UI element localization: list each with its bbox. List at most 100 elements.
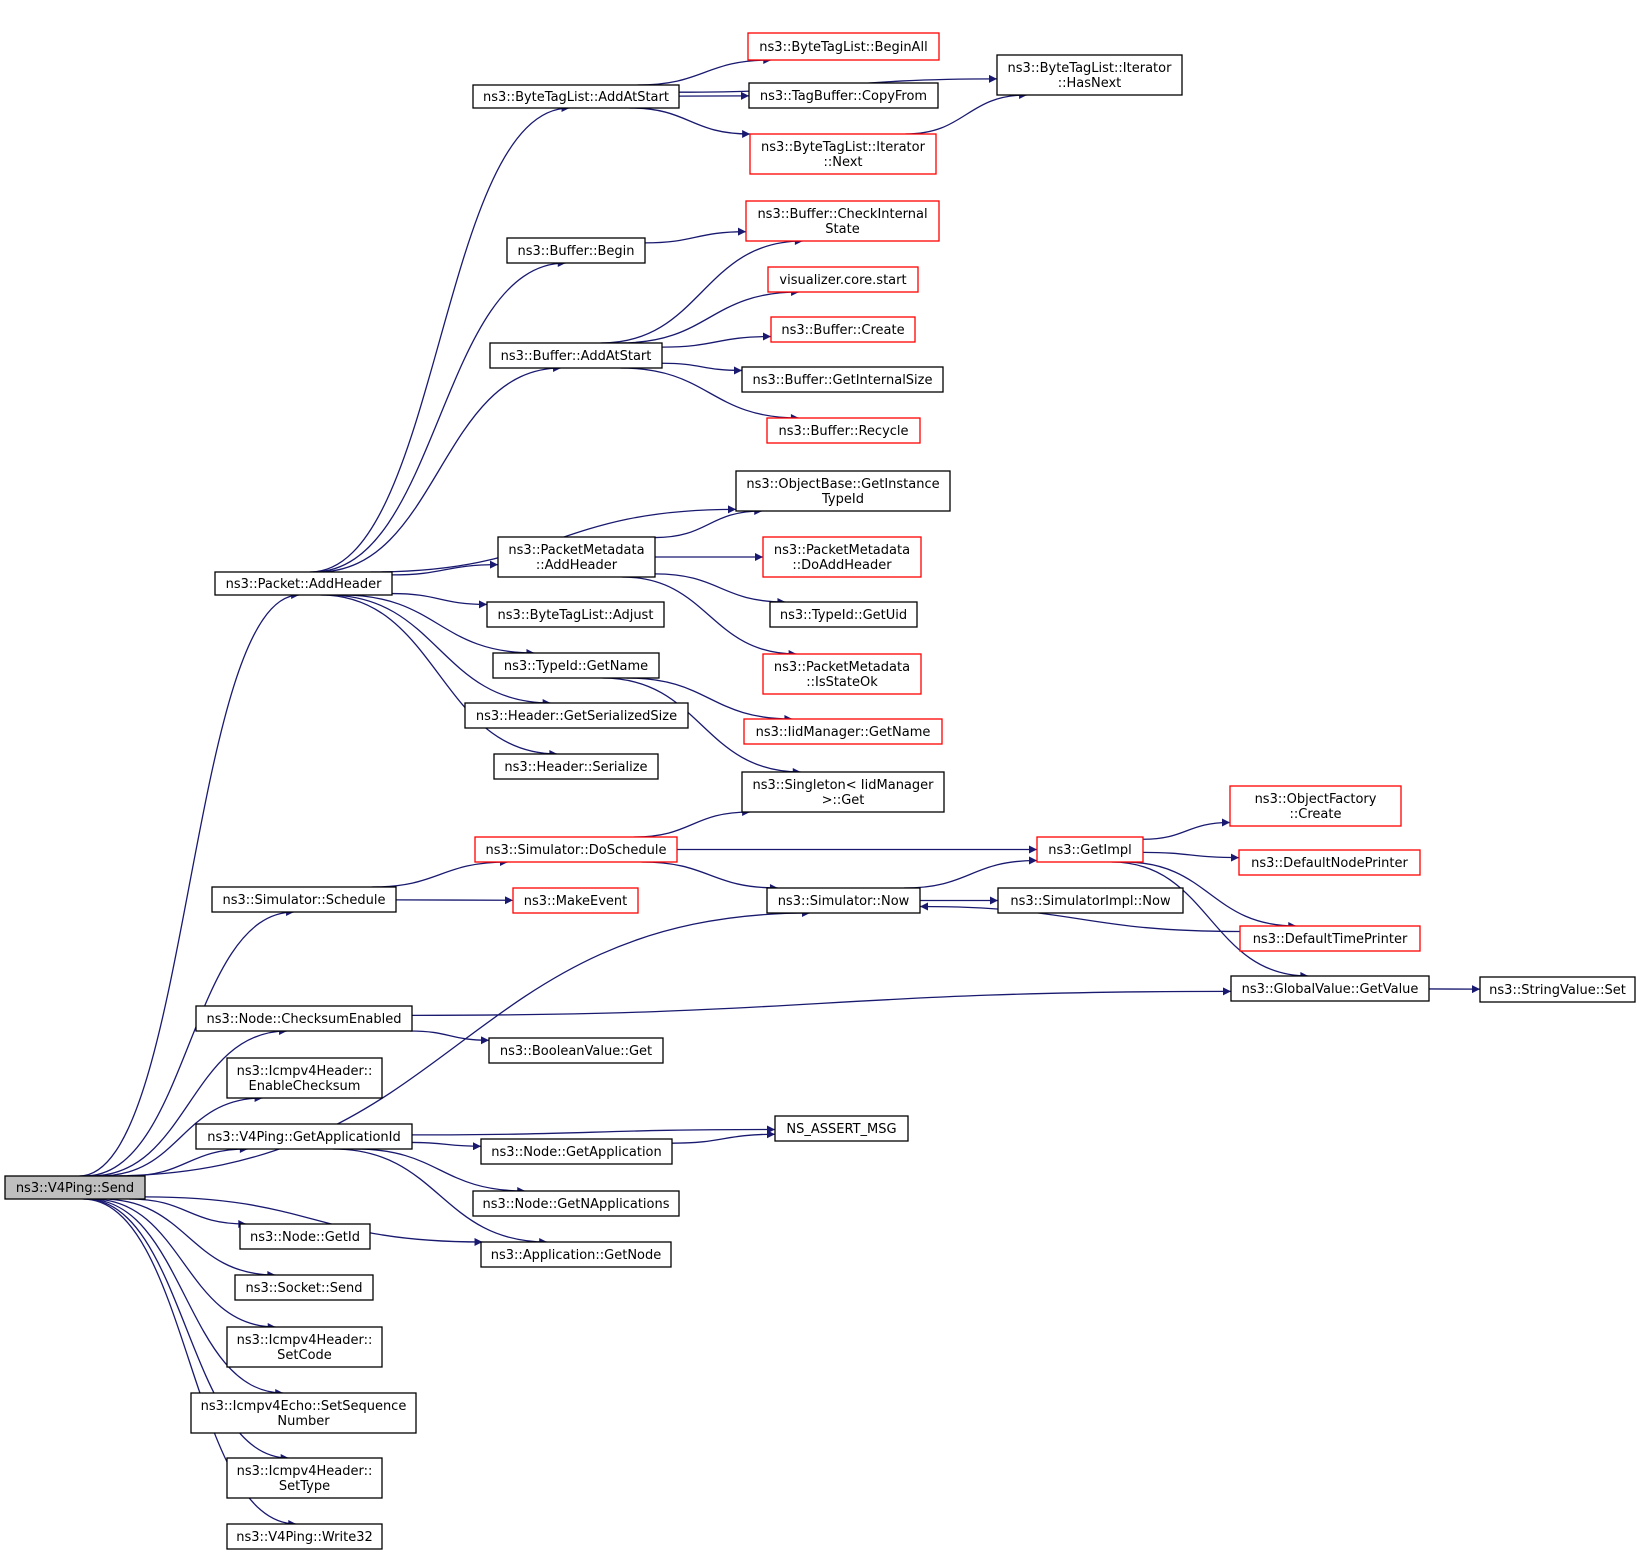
- call-edge-pm_addheader-to-objbase_getinst: [654, 507, 763, 539]
- node-box: [762, 653, 922, 695]
- graph-node-ns-assert-msg[interactable]: NS_ASSERT_MSG: [774, 1115, 909, 1142]
- graph-node-objfactory-create[interactable]: ns3::ObjectFactory::Create: [1229, 785, 1402, 827]
- graph-node-buf-addatstart[interactable]: ns3::Buffer::AddAtStart: [489, 342, 663, 369]
- graph-node-gv-getvalue[interactable]: ns3::GlobalValue::GetValue: [1230, 975, 1430, 1002]
- graph-node-node-getapplication[interactable]: ns3::Node::GetApplication: [480, 1138, 673, 1165]
- node-label-line: ::DoAddHeader: [792, 558, 892, 573]
- node-label-line: ns3::ByteTagList::Iterator: [761, 140, 926, 155]
- node-box: [472, 84, 680, 109]
- graph-node-vis-start[interactable]: visualizer.core.start: [767, 266, 919, 293]
- graph-node-node-getnapps[interactable]: ns3::Node::GetNApplications: [472, 1190, 680, 1217]
- node-label-line: ns3::V4Ping::Send: [16, 1181, 134, 1196]
- call-edge-buf_addatstart-to-vis_start: [619, 288, 800, 344]
- graph-node-node-checksum[interactable]: ns3::Node::ChecksumEnabled: [195, 1005, 413, 1032]
- graph-node-v4ping-write32[interactable]: ns3::V4Ping::Write32: [226, 1523, 383, 1550]
- graph-node-pm-isstateok[interactable]: ns3::PacketMetadata::IsStateOk: [762, 653, 922, 695]
- node-box: [741, 366, 944, 393]
- graph-node-hdr-getsersize[interactable]: ns3::Header::GetSerializedSize: [464, 702, 689, 729]
- node-label-line: ns3::GlobalValue::GetValue: [1242, 982, 1419, 997]
- graph-node-btl-addatstart[interactable]: ns3::ByteTagList::AddAtStart: [472, 84, 680, 109]
- node-box: [1238, 849, 1421, 876]
- graph-node-tagbuf-copyfrom[interactable]: ns3::TagBuffer::CopyFrom: [748, 82, 939, 109]
- node-label-line: ns3::Header::GetSerializedSize: [476, 709, 677, 724]
- graph-node-buf-recycle[interactable]: ns3::Buffer::Recycle: [766, 417, 921, 444]
- node-label-line: ns3::ByteTagList::Iterator: [1008, 61, 1173, 76]
- call-edge-buf_begin-to-buf_checkinternal: [644, 227, 747, 244]
- node-box: [766, 417, 921, 444]
- graph-node-icmp-enablechecksum[interactable]: ns3::Icmpv4Header::EnableChecksum: [226, 1057, 383, 1099]
- node-label-line: ns3::PacketMetadata: [774, 543, 910, 558]
- node-label-line: ns3::TypeId::GetName: [504, 659, 648, 674]
- graph-node-makeevent[interactable]: ns3::MakeEvent: [512, 887, 639, 914]
- graph-node-node-getid[interactable]: ns3::Node::GetId: [239, 1223, 371, 1250]
- graph-node-hdr-serialize[interactable]: ns3::Header::Serialize: [493, 753, 659, 780]
- graph-node-strval-set[interactable]: ns3::StringValue::Set: [1479, 976, 1636, 1003]
- node-box: [1229, 785, 1402, 827]
- node-label-line: ns3::Header::Serialize: [504, 760, 647, 775]
- call-edge-pkt_addheader-to-buf_begin: [312, 259, 566, 573]
- node-box: [735, 470, 951, 512]
- graph-node-singleton-get[interactable]: ns3::Singleton< IidManager >::Get: [741, 771, 945, 813]
- call-edge-sim_doschedule-to-singleton_get: [634, 808, 751, 838]
- node-label-line: ns3::Singleton< IidManager: [752, 778, 934, 793]
- node-label-line: ns3::TagBuffer::CopyFrom: [760, 89, 927, 104]
- graph-node-sim-doschedule[interactable]: ns3::Simulator::DoSchedule: [474, 836, 678, 863]
- graph-node-pkt-addheader[interactable]: ns3::Packet::AddHeader: [214, 571, 393, 596]
- graph-node-buf-getinternalsize[interactable]: ns3::Buffer::GetInternalSize: [741, 366, 944, 393]
- node-box: [767, 266, 919, 293]
- node-label-line: ns3::Buffer::GetInternalSize: [753, 373, 933, 388]
- graph-node-defaultnodeprinter[interactable]: ns3::DefaultNodePrinter: [1238, 849, 1421, 876]
- graph-node-send[interactable]: ns3::V4Ping::Send: [4, 1175, 146, 1200]
- node-box: [743, 718, 943, 745]
- node-box: [996, 54, 1183, 96]
- graph-node-getimpl[interactable]: ns3::GetImpl: [1036, 836, 1144, 863]
- graph-node-socket-send[interactable]: ns3::Socket::Send: [234, 1274, 374, 1301]
- node-box: [239, 1223, 371, 1250]
- node-box: [741, 771, 945, 813]
- graph-node-btl-adjust[interactable]: ns3::ByteTagList::Adjust: [486, 601, 665, 628]
- graph-node-simimpl-now[interactable]: ns3::SimulatorImpl::Now: [997, 887, 1184, 914]
- call-edge-send-to-sim_schedule: [84, 908, 295, 1177]
- graph-node-icmp-settype[interactable]: ns3::Icmpv4Header::SetType: [226, 1457, 383, 1499]
- node-box: [1479, 976, 1636, 1003]
- node-box: [766, 887, 921, 914]
- graph-node-buf-create[interactable]: ns3::Buffer::Create: [770, 316, 916, 343]
- graph-node-boolval-get[interactable]: ns3::BooleanValue::Get: [488, 1037, 664, 1064]
- node-box: [214, 571, 393, 596]
- node-box: [745, 200, 940, 242]
- node-label-line: ns3::TypeId::GetUid: [780, 608, 907, 623]
- graph-node-sim-schedule[interactable]: ns3::Simulator::Schedule: [211, 886, 397, 913]
- node-label-line: ns3::MakeEvent: [524, 894, 628, 909]
- graph-node-sim-now[interactable]: ns3::Simulator::Now: [766, 887, 921, 914]
- node-box: [472, 1190, 680, 1217]
- node-box: [497, 536, 656, 578]
- node-label-line: EnableChecksum: [249, 1079, 361, 1094]
- graph-node-app-getnode[interactable]: ns3::Application::GetNode: [480, 1241, 672, 1268]
- graph-node-typeid-getname[interactable]: ns3::TypeId::GetName: [492, 652, 660, 679]
- node-label-line: ns3::ByteTagList::AddAtStart: [483, 90, 669, 105]
- graph-node-defaulttimeprinter[interactable]: ns3::DefaultTimePrinter: [1239, 925, 1421, 952]
- graph-node-pm-addheader[interactable]: ns3::PacketMetadata::AddHeader: [497, 536, 656, 578]
- node-label-line: ns3::Icmpv4Header::: [237, 1064, 373, 1079]
- call-edge-send-to-socket_send: [101, 1198, 276, 1279]
- graph-node-pm-doaddheader[interactable]: ns3::PacketMetadata::DoAddHeader: [762, 536, 922, 578]
- graph-node-v4ping-getappid[interactable]: ns3::V4Ping::GetApplicationId: [195, 1123, 413, 1150]
- graph-node-btl-iter-hasnext[interactable]: ns3::ByteTagList::Iterator::HasNext: [996, 54, 1183, 96]
- call-edge-send-to-icmp_enablechecksum: [99, 1094, 263, 1177]
- graph-node-btl-beginall[interactable]: ns3::ByteTagList::BeginAll: [747, 32, 940, 61]
- node-label-line: ns3::PacketMetadata: [774, 660, 910, 675]
- graph-node-typeid-getuid[interactable]: ns3::TypeId::GetUid: [769, 601, 918, 628]
- node-label-line: NS_ASSERT_MSG: [786, 1122, 896, 1137]
- node-label-line: ns3::Buffer::Create: [781, 323, 904, 338]
- graph-node-btl-iter-next[interactable]: ns3::ByteTagList::Iterator::Next: [749, 133, 937, 175]
- node-label-line: ns3::ByteTagList::Adjust: [498, 608, 654, 623]
- graph-node-icmp-setcode[interactable]: ns3::Icmpv4Header::SetCode: [226, 1326, 383, 1368]
- graph-node-iid-getname[interactable]: ns3::IidManager::GetName: [743, 718, 943, 745]
- node-box: [770, 316, 916, 343]
- node-label-line: ns3::StringValue::Set: [1489, 983, 1626, 998]
- graph-node-buf-begin[interactable]: ns3::Buffer::Begin: [506, 237, 646, 264]
